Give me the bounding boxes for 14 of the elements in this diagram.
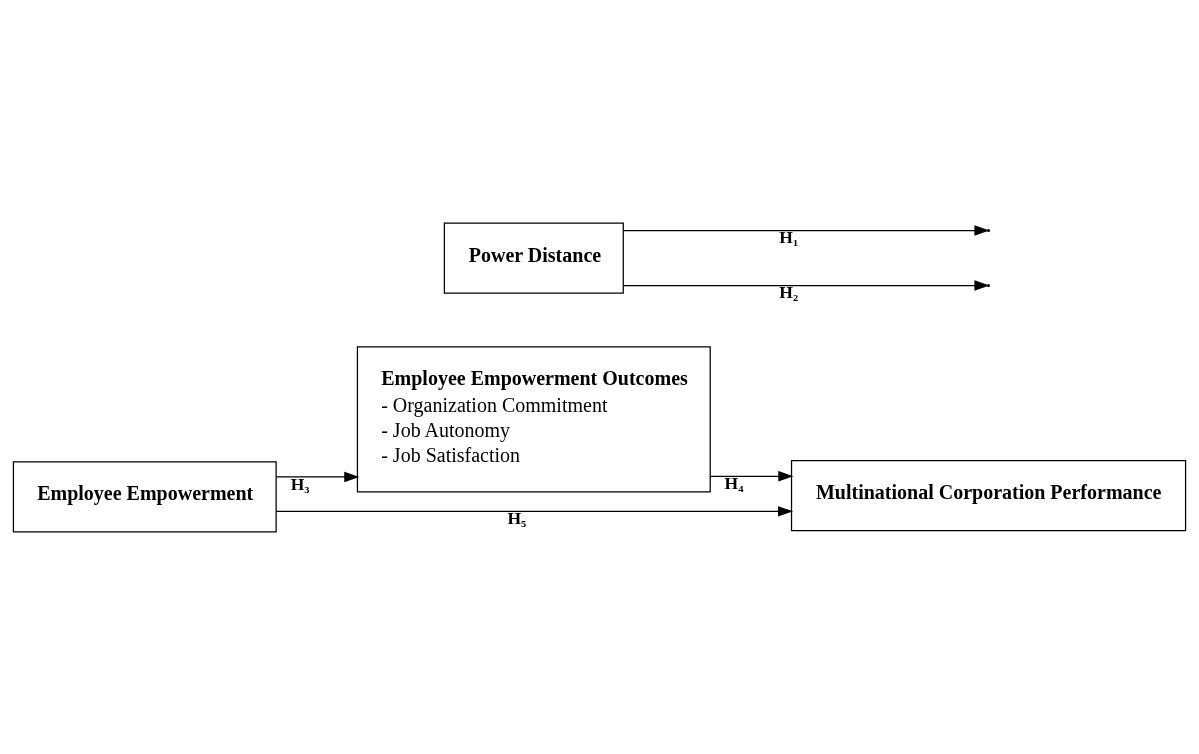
edge-label: H₃: [290, 473, 310, 494]
node-box: Multinational Corporation Performance: [790, 459, 1187, 531]
node-box: Employee Empowerment Outcomes - Organization Commitment - Job Autonomy - Job Satisfaction: [356, 345, 711, 493]
edge-label: H₁: [779, 226, 799, 247]
arrow: [275, 505, 794, 517]
arrow: [709, 470, 794, 482]
edge-label: H₅: [507, 507, 527, 528]
edge-label: H₄: [724, 472, 744, 493]
edge-label: H₂: [779, 281, 799, 302]
arrow: [623, 279, 990, 291]
node-box: Employee Empowerment: [12, 460, 277, 533]
arrow: [275, 471, 360, 482]
arrow: [623, 224, 990, 236]
node-box: Power Distance: [443, 221, 624, 294]
